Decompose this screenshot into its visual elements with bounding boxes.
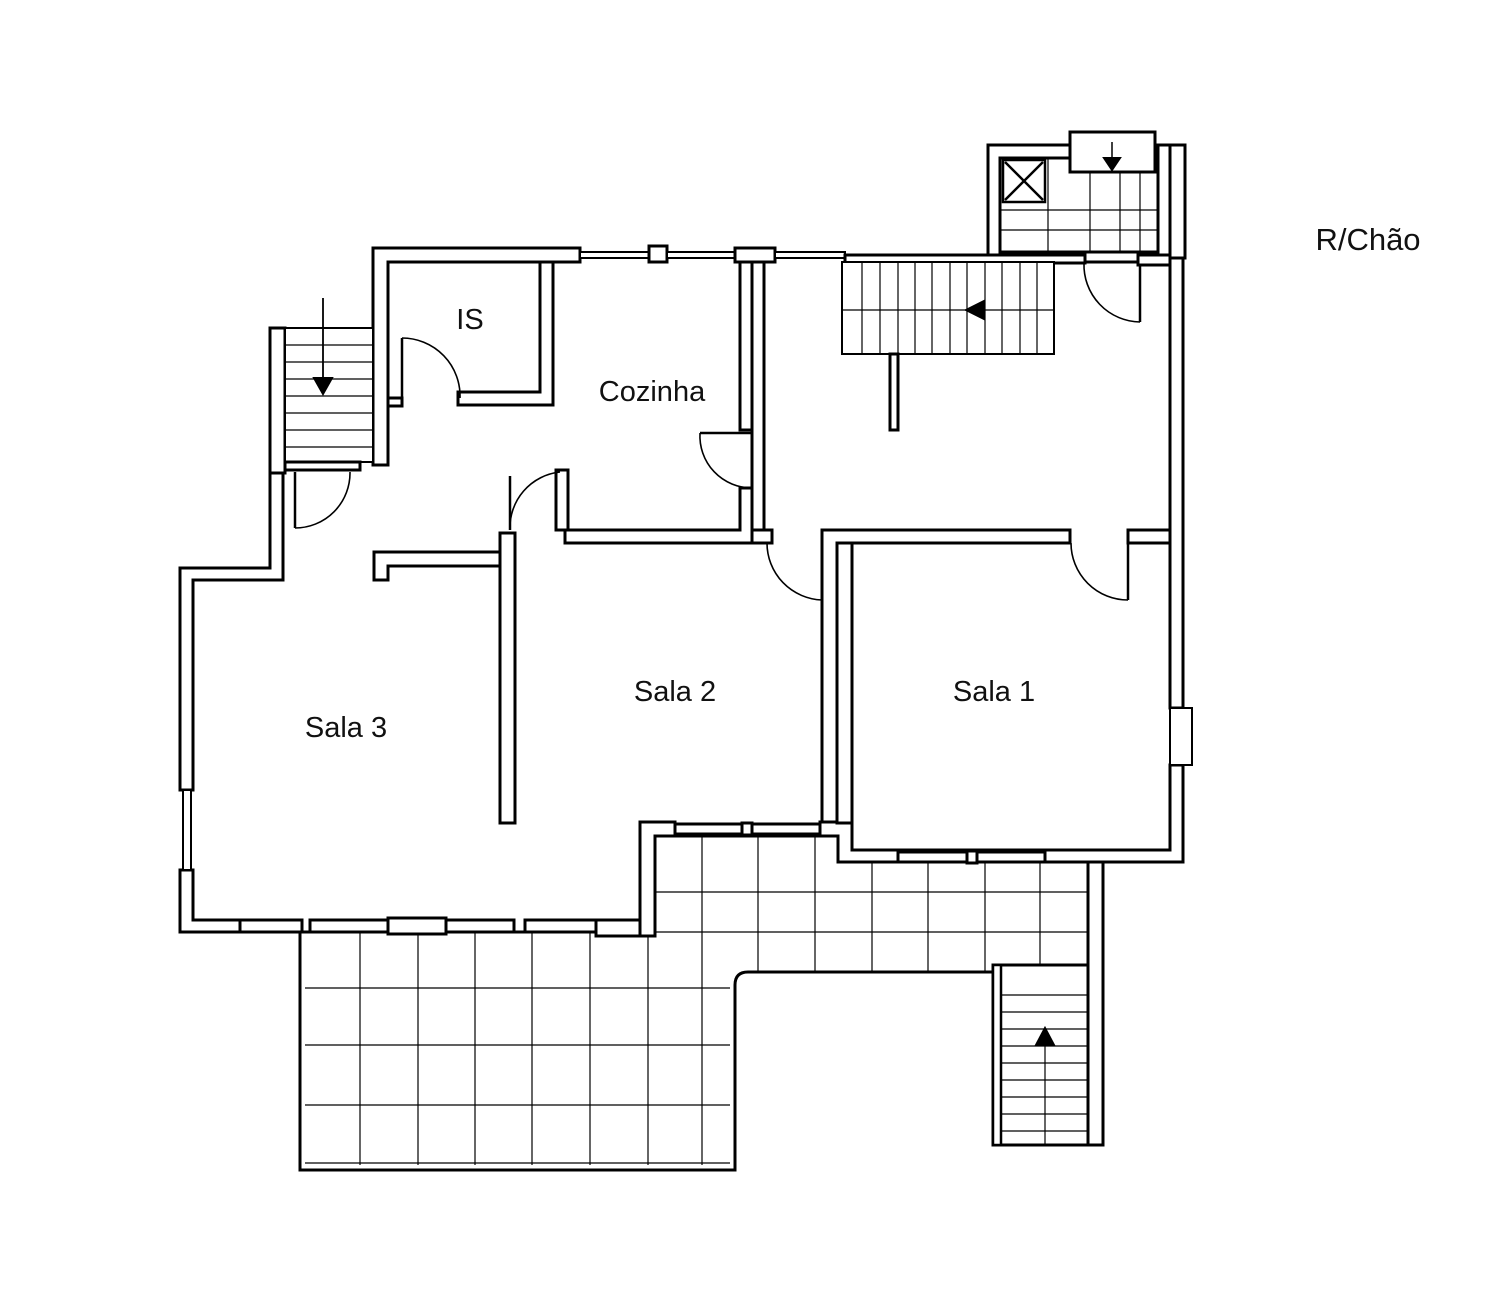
sala1-walls [750,528,1172,825]
down-arrow-icon [312,377,334,397]
sala3-walls [293,471,517,825]
terrace [298,834,1092,1172]
hall-door-north [1083,262,1142,323]
floor-label: R/Chão [1315,222,1420,257]
left-arrow-icon [963,299,985,321]
stair-hall [841,261,1055,432]
room-label-sala2: Sala 2 [634,676,716,708]
down-arrow-icon [1102,157,1122,172]
room-label-sala1: Sala 1 [953,676,1035,708]
chimney-icon [1001,158,1047,204]
annex [986,130,1172,264]
room-label-cozinha: Cozinha [599,376,706,408]
top-walls [371,244,1172,467]
terrace-tiles [305,836,1088,1165]
exterior-stair [991,858,1105,1147]
room-label-is: IS [456,304,483,336]
stair-west [268,298,374,475]
cozinha-walls [508,260,766,545]
is-walls [386,260,555,408]
room-label-sala3: Sala 3 [305,712,387,744]
outer-walls [178,143,1193,938]
up-arrow-icon [1034,1025,1056,1046]
